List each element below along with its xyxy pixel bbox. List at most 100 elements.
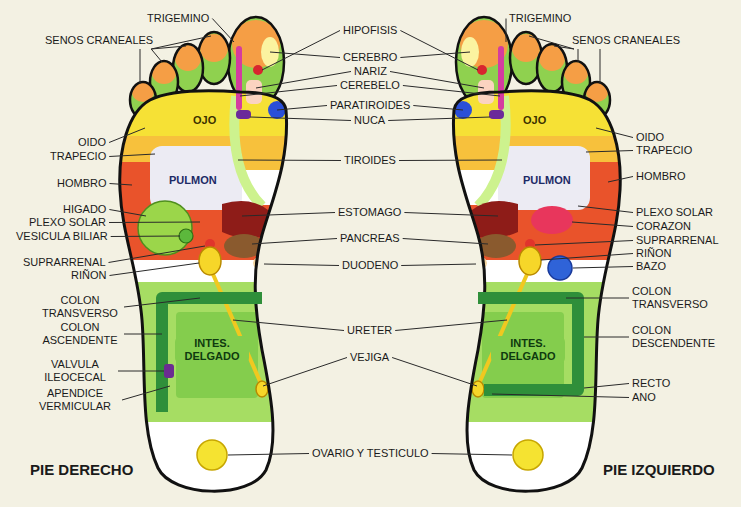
part-label: COLON TRANSVERSO bbox=[632, 285, 718, 311]
leader-line bbox=[492, 394, 629, 398]
leader-line bbox=[572, 222, 633, 227]
leader-line bbox=[109, 222, 200, 224]
leader-line bbox=[403, 239, 488, 245]
part-label: COLON DESCENDENTE bbox=[632, 324, 724, 350]
part-label: BAZO bbox=[636, 260, 666, 273]
foot-title: PIE IZQUIERDO bbox=[603, 461, 715, 479]
leader-line bbox=[608, 177, 633, 183]
zone-label: INTES. DELGADO bbox=[495, 337, 561, 363]
leader-line bbox=[506, 19, 507, 43]
part-label: URETER bbox=[347, 324, 392, 337]
leader-line bbox=[400, 31, 478, 71]
organ-zone: PULMON bbox=[519, 173, 575, 188]
leader-line bbox=[252, 239, 337, 245]
part-label: NARIZ bbox=[354, 65, 387, 78]
leader-line bbox=[270, 52, 340, 58]
organ-zone: OJO bbox=[519, 113, 550, 128]
organ-zone: PULMON bbox=[165, 173, 221, 188]
leader-line bbox=[600, 49, 601, 84]
part-label: OIDO bbox=[78, 136, 106, 149]
leader-line bbox=[541, 254, 633, 261]
leader-line bbox=[388, 117, 490, 121]
leader-line bbox=[151, 49, 162, 62]
leader-line bbox=[413, 106, 463, 111]
leader-line bbox=[240, 86, 337, 97]
leader-line bbox=[109, 128, 145, 143]
leader-line bbox=[111, 236, 180, 238]
leader-line bbox=[404, 213, 498, 217]
leader-line bbox=[586, 151, 633, 153]
leader-line bbox=[401, 264, 476, 266]
leader-line bbox=[535, 241, 633, 246]
part-label: HIGADO bbox=[63, 203, 106, 216]
part-label: CEREBRO bbox=[343, 51, 397, 64]
colon-zone bbox=[478, 298, 578, 390]
leader-line bbox=[250, 117, 351, 121]
part-label: HIPOFISIS bbox=[343, 24, 397, 37]
foot-title: PIE DERECHO bbox=[30, 461, 133, 479]
part-label: PLEXO SOLAR bbox=[29, 216, 106, 229]
part-label: RECTO bbox=[632, 377, 670, 390]
leader-line bbox=[573, 267, 633, 269]
leader-line bbox=[584, 384, 629, 389]
leader-line bbox=[403, 86, 500, 97]
organ-zone: OJO bbox=[189, 113, 220, 128]
part-label: PLEXO SOLAR bbox=[636, 206, 713, 219]
leader-line bbox=[110, 263, 200, 276]
part-label: RIÑON bbox=[636, 247, 671, 260]
heart-zone bbox=[531, 206, 573, 234]
leader-line bbox=[529, 36, 574, 49]
part-label: VALVULA ILEOCECAL bbox=[35, 358, 115, 384]
part-label: TRAPECIO bbox=[636, 144, 692, 157]
leader-line bbox=[122, 386, 170, 400]
leader-line bbox=[264, 264, 339, 266]
part-label: VESICULA BILIAR bbox=[16, 230, 108, 243]
leader-line bbox=[151, 36, 211, 49]
leader-line bbox=[109, 246, 206, 263]
part-label: SUPRARRENAL bbox=[23, 256, 106, 269]
leader-line bbox=[238, 160, 341, 162]
leader-line bbox=[578, 49, 579, 62]
leader-line bbox=[109, 154, 155, 157]
part-label: SUPRARRENAL bbox=[636, 234, 719, 247]
leader-line bbox=[392, 358, 477, 387]
part-label: COLON TRANSVERSO bbox=[39, 294, 121, 320]
part-label: ESTOMAGO bbox=[338, 206, 401, 219]
leader-line bbox=[395, 320, 507, 331]
part-label: SENOS CRANEALES bbox=[572, 34, 680, 47]
leader-line bbox=[263, 358, 347, 387]
leader-line bbox=[140, 49, 141, 84]
leader-line bbox=[566, 298, 629, 299]
leader-line bbox=[596, 128, 633, 138]
part-label: SENOS CRANEALES bbox=[45, 34, 153, 47]
colon-zone bbox=[162, 298, 262, 412]
zone-label: OJO bbox=[193, 114, 216, 127]
part-label: ANO bbox=[632, 391, 656, 404]
part-label: CEREBELO bbox=[340, 79, 400, 92]
part-label: TRAPECIO bbox=[50, 150, 106, 163]
part-label: PANCREAS bbox=[340, 232, 400, 245]
leader-line bbox=[228, 454, 309, 456]
leader-line bbox=[277, 106, 327, 111]
leader-line bbox=[242, 213, 335, 217]
leader-line bbox=[212, 19, 234, 43]
left-foot bbox=[440, 17, 640, 507]
liver-zone bbox=[138, 201, 192, 255]
part-label: OVARIO Y TESTICULO bbox=[312, 447, 429, 460]
part-label: APENDICE VERMICULAR bbox=[31, 387, 119, 413]
organ-zone: INTES. DELGADO bbox=[175, 336, 249, 364]
leader-line bbox=[233, 320, 344, 331]
leader-line bbox=[578, 206, 633, 213]
leader-line bbox=[124, 334, 162, 335]
leader-line bbox=[118, 371, 164, 372]
zone-label: INTES. DELGADO bbox=[179, 337, 245, 363]
part-label: OIDO bbox=[636, 131, 664, 144]
ileocecal-zone bbox=[164, 364, 174, 378]
part-label: RIÑON bbox=[71, 269, 106, 282]
part-label: HOMBRO bbox=[57, 177, 107, 190]
part-label: HOMBRO bbox=[636, 170, 686, 183]
leader-line bbox=[400, 52, 470, 58]
part-label: DUODENO bbox=[342, 259, 398, 272]
leader-line bbox=[262, 31, 340, 71]
